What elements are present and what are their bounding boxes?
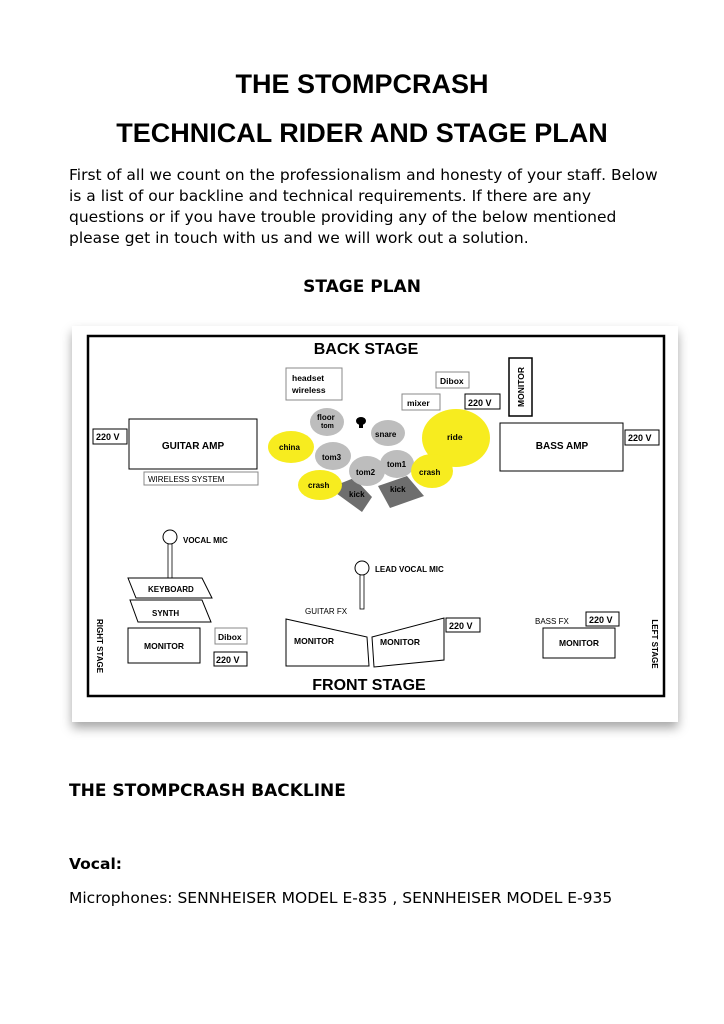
microphones-line: Microphones: SENNHEISER MODEL E-835 , SE… [69,889,613,907]
bass-fx-label: BASS FX [535,617,569,626]
lead-vocal-mic: LEAD VOCAL MIC [354,560,444,610]
monitor-center-right: MONITOR [371,617,445,668]
tom2 [349,456,385,486]
monitor-center-left: MONITOR [285,618,370,667]
back-220v-outlet: 220 V [464,393,501,410]
svg-text:snare: snare [375,430,397,439]
outlet-center: 220 V [445,617,481,633]
svg-text:Dibox: Dibox [440,376,464,386]
monitor-right-stage: MONITOR [127,627,201,664]
svg-text:tom: tom [321,423,334,430]
guitar-amp: GUITAR AMP [128,418,258,470]
vocal-subheading: Vocal: [69,855,122,873]
svg-text:crash: crash [308,481,329,490]
svg-text:220 V: 220 V [628,433,652,443]
kick-label-right: kick [390,485,406,494]
back-mixer: mixer [401,393,441,411]
crash-cymbal-left [298,470,342,500]
monitor-left-stage: MONITOR [542,627,616,659]
svg-text:china: china [279,443,300,452]
floor-tom [310,408,344,436]
svg-text:VOCAL MIC: VOCAL MIC [183,536,228,545]
document-title: THE STOMPCRASH [235,69,489,99]
svg-text:tom3: tom3 [322,453,342,462]
svg-text:SYNTH: SYNTH [152,609,179,618]
svg-text:WIRELESS SYSTEM: WIRELESS SYSTEM [148,475,225,484]
drum-kit: kick kick floor tom snare ride china tom… [268,408,490,512]
backline-heading: THE STOMPCRASH BACKLINE [69,781,346,801]
svg-text:MONITOR: MONITOR [380,637,420,647]
svg-text:tom2: tom2 [356,468,376,477]
stage-plan-diagram: BACK STAGE FRONT STAGE RIGHT STAGE LEFT … [72,326,678,722]
front-stage-label: FRONT STAGE [312,677,426,694]
stage-outline [86,334,666,698]
svg-text:mixer: mixer [407,398,430,408]
china-cymbal [268,431,314,463]
bass-amp: BASS AMP [499,422,624,472]
keyboard: KEYBOARD [127,577,213,599]
back-monitor: MONITOR [508,357,533,417]
svg-text:floor: floor [317,413,335,422]
svg-text:MONITOR: MONITOR [144,641,184,651]
synth: SYNTH [129,599,212,623]
wireless-system-box: WIRELESS SYSTEM [143,471,259,486]
left-stage-label: LEFT STAGE [650,619,659,669]
svg-text:headset: headset [292,373,324,383]
outlet-right-stage: 220 V [213,651,248,667]
svg-text:Dibox: Dibox [218,632,242,642]
svg-text:220 V: 220 V [96,432,120,442]
svg-text:ride: ride [447,432,463,442]
svg-text:crash: crash [419,468,440,477]
kick-drum-right [378,476,424,508]
svg-text:MONITOR: MONITOR [516,367,526,407]
svg-text:MONITOR: MONITOR [294,636,334,646]
tom1 [380,450,414,478]
stage-plan-heading: STAGE PLAN [303,277,421,297]
headset-wireless-box: headset wireless [285,367,343,401]
svg-text:MONITOR: MONITOR [559,638,599,648]
svg-text:220 V: 220 V [216,655,240,665]
outlet-left-stage: 220 V [585,611,620,627]
ride-cymbal [422,409,490,467]
svg-text:220 V: 220 V [468,398,492,408]
svg-text:wireless: wireless [291,385,326,395]
svg-text:220 V: 220 V [449,621,473,631]
throne-icon [356,417,366,425]
bass-amp-220v: 220 V [624,429,660,446]
guitar-amp-220v: 220 V [92,428,128,445]
snare-drum [371,420,405,446]
back-dibox: Dibox [435,371,470,389]
intro-paragraph: First of all we count on the professiona… [69,166,658,247]
right-stage-label: RIGHT STAGE [95,619,104,674]
dibox-right-stage: Dibox [214,627,248,645]
document-subtitle: TECHNICAL RIDER AND STAGE PLAN [116,118,608,148]
back-stage-label: BACK STAGE [314,341,419,358]
kick-label-left: kick [349,490,365,499]
svg-text:LEAD VOCAL MIC: LEAD VOCAL MIC [375,565,444,574]
svg-text:KEYBOARD: KEYBOARD [148,585,194,594]
svg-text:tom1: tom1 [387,460,407,469]
guitar-fx-label: GUITAR FX [305,607,348,616]
svg-text:BASS AMP: BASS AMP [536,441,589,452]
svg-text:GUITAR AMP: GUITAR AMP [162,441,225,452]
tom3 [315,442,351,470]
svg-text:220 V: 220 V [589,615,613,625]
crash-cymbal-right [411,454,453,488]
